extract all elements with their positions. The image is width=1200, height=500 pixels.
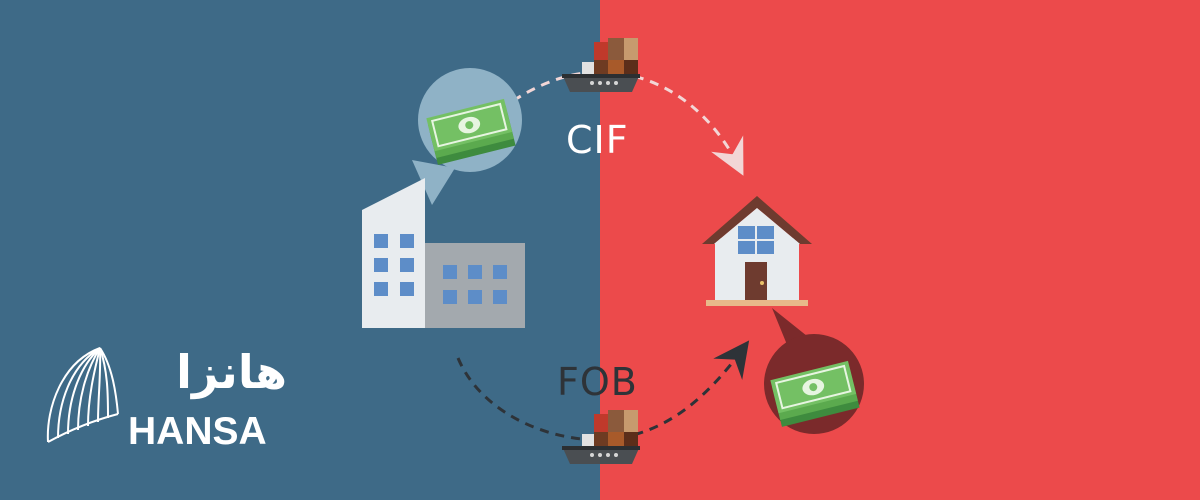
brand-name-farsi: هانزا xyxy=(176,345,287,399)
cargo-ship-icon xyxy=(562,38,640,92)
brand-name: HANSA xyxy=(128,410,267,453)
hansa-shell-logo-icon xyxy=(46,347,119,443)
fob-label: FOB xyxy=(557,360,638,404)
money-bubble-icon xyxy=(764,308,864,434)
right-panel-background xyxy=(600,0,1200,500)
factory-icon xyxy=(362,178,525,328)
cif-label: CIF xyxy=(566,118,629,162)
cargo-ship-icon xyxy=(562,410,640,464)
house-icon xyxy=(702,196,812,306)
money-bubble-icon xyxy=(412,68,522,205)
brand-farsi-text: هانزا xyxy=(176,345,287,399)
